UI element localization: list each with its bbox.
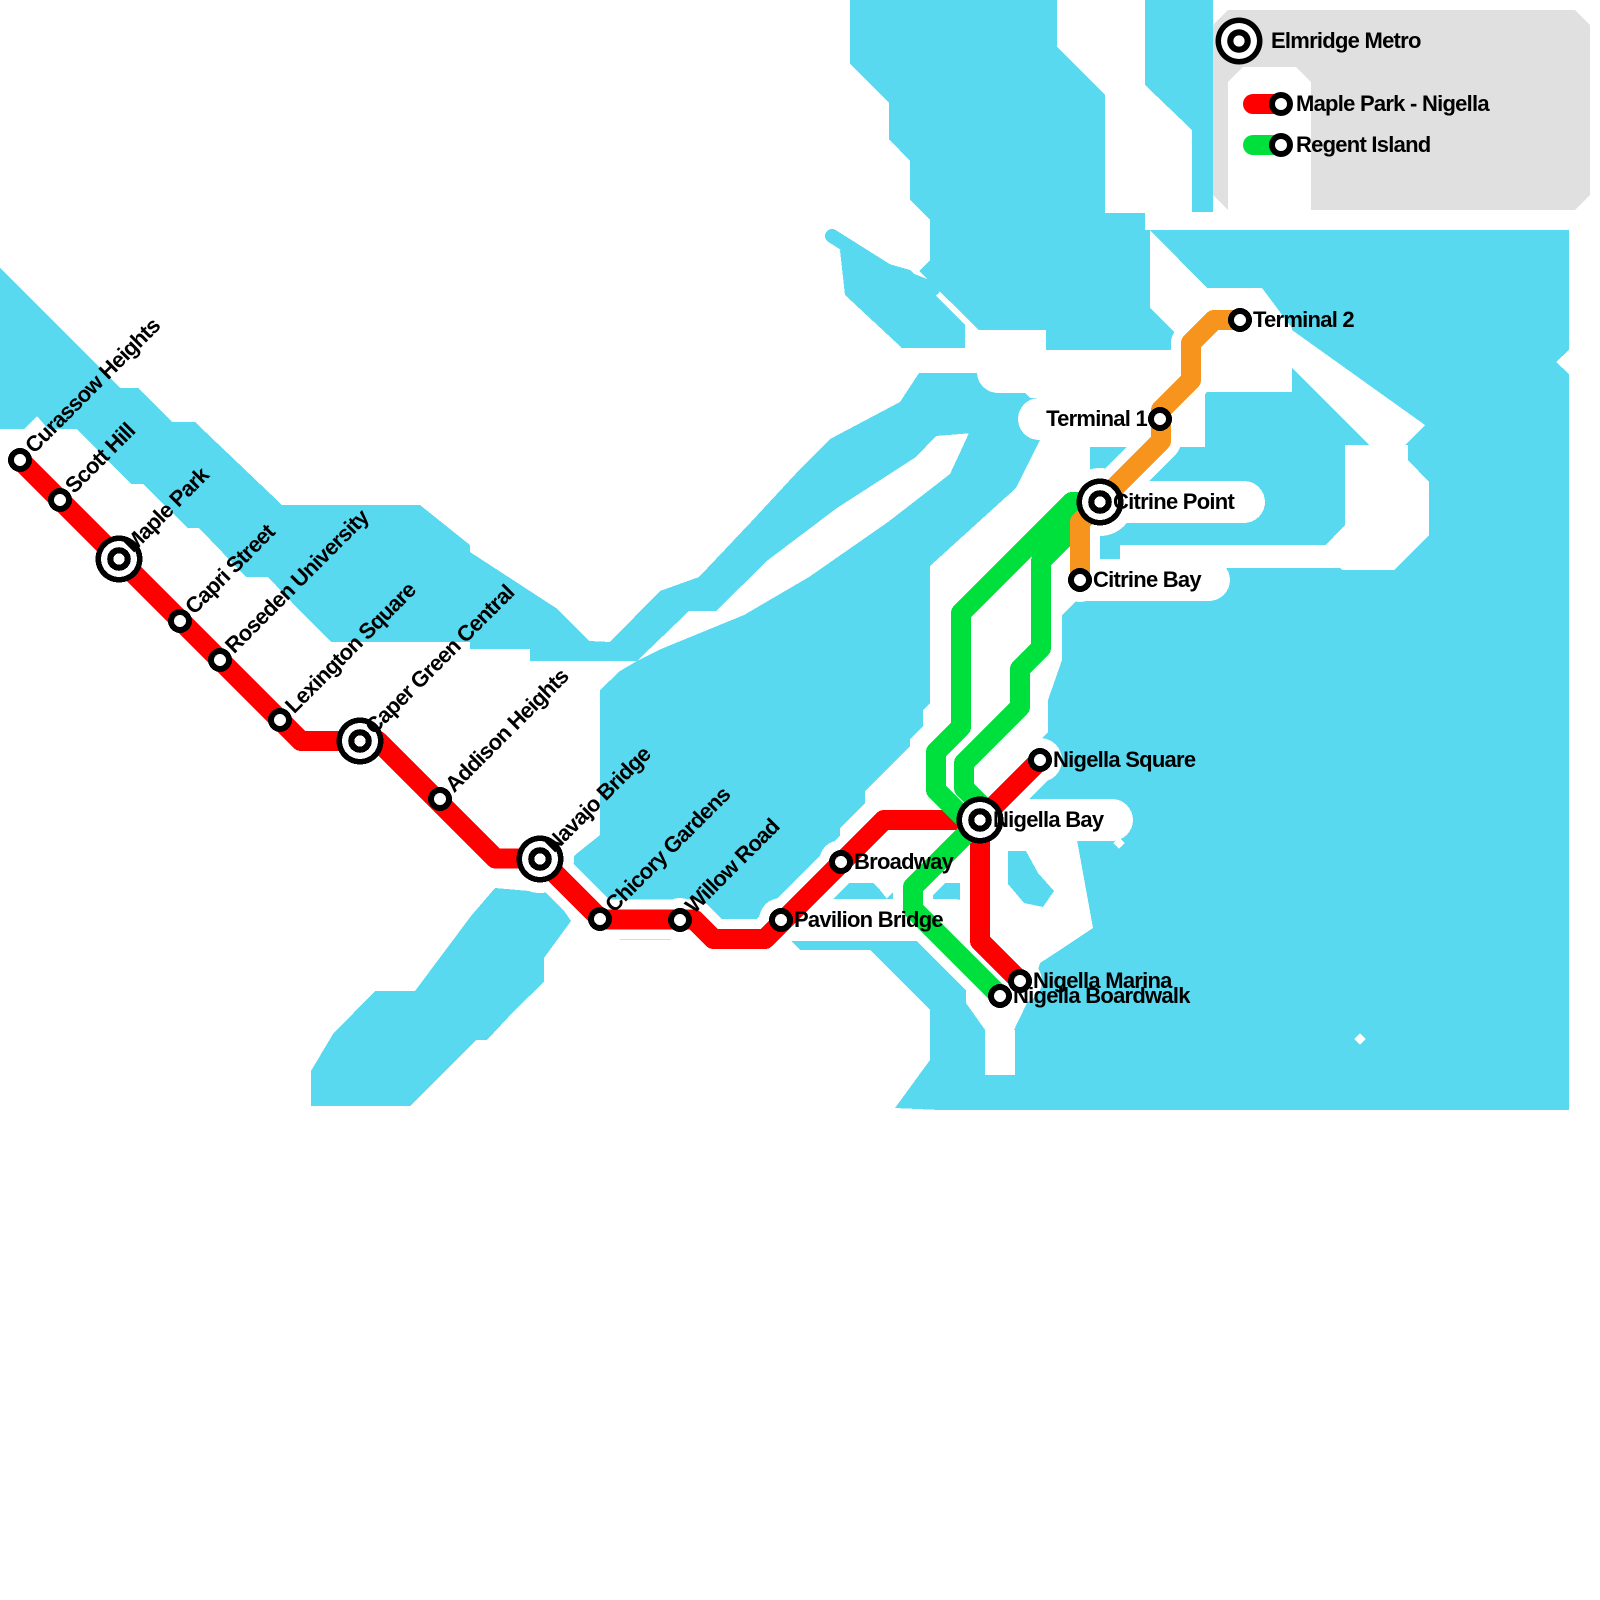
svg-text:Citrine Point: Citrine Point: [1113, 489, 1235, 514]
svg-text:Terminal 1: Terminal 1: [1046, 406, 1147, 431]
svg-text:Nigella Square: Nigella Square: [1053, 747, 1196, 772]
svg-text:Elmridge Metro: Elmridge Metro: [1271, 28, 1421, 53]
svg-text:Broadway: Broadway: [854, 849, 955, 874]
svg-text:Maple Park - Nigella: Maple Park - Nigella: [1296, 91, 1490, 116]
svg-text:Regent Island: Regent Island: [1296, 132, 1431, 157]
svg-text:Terminal 2: Terminal 2: [1253, 307, 1354, 332]
svg-text:Nigella Marina: Nigella Marina: [1033, 968, 1173, 993]
svg-text:Nigella Bay: Nigella Bay: [993, 807, 1105, 832]
svg-text:Nigella Boardwalk: Nigella Boardwalk: [1013, 983, 1191, 1008]
svg-text:Citrine Bay: Citrine Bay: [1093, 567, 1202, 592]
svg-text:Pavilion Bridge: Pavilion Bridge: [794, 907, 943, 932]
